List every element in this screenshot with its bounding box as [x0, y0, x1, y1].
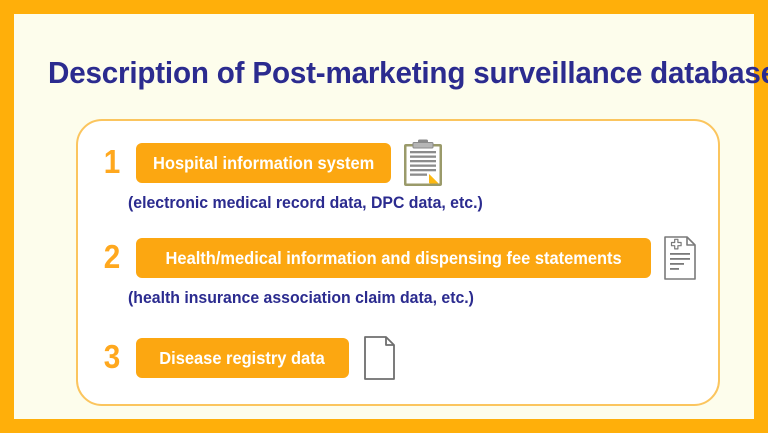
list-item-number: 1	[103, 143, 121, 180]
list-item-number: 2	[103, 238, 121, 275]
medical-document-icon	[661, 233, 701, 288]
clipboard-icon	[400, 138, 446, 193]
database-pill-hospital-information-system[interactable]: Hospital information system	[136, 143, 391, 183]
database-pill-health-medical-information[interactable]: Health/medical information and dispensin…	[136, 238, 651, 278]
list-item-subtext: (electronic medical record data, DPC dat…	[128, 194, 483, 212]
list-item-main: 2 Health/medical information and dispens…	[78, 236, 718, 281]
inner-panel: Description of Post-marketing surveillan…	[14, 14, 768, 419]
document-icon	[360, 333, 400, 388]
list-item: 3 Disease registry data	[78, 336, 718, 381]
list-item-number: 3	[103, 338, 121, 375]
page-title: Description of Post-marketing surveillan…	[48, 55, 768, 90]
database-pill-disease-registry-data[interactable]: Disease registry data	[136, 338, 349, 378]
database-pill-label: Hospital information system	[152, 153, 375, 173]
list-item-main: 1 Hospital information system	[78, 139, 718, 186]
database-pill-label: Health/medical information and dispensin…	[165, 248, 622, 268]
list-item-subtext: (health insurance association claim data…	[128, 289, 474, 307]
content-card: 1 Hospital information system	[76, 119, 720, 406]
database-pill-label: Disease registry data	[159, 348, 326, 368]
list-item: 1 Hospital information system	[78, 139, 718, 212]
list-item: 2 Health/medical information and dispens…	[78, 236, 718, 307]
list-item-main: 3 Disease registry data	[78, 336, 718, 381]
